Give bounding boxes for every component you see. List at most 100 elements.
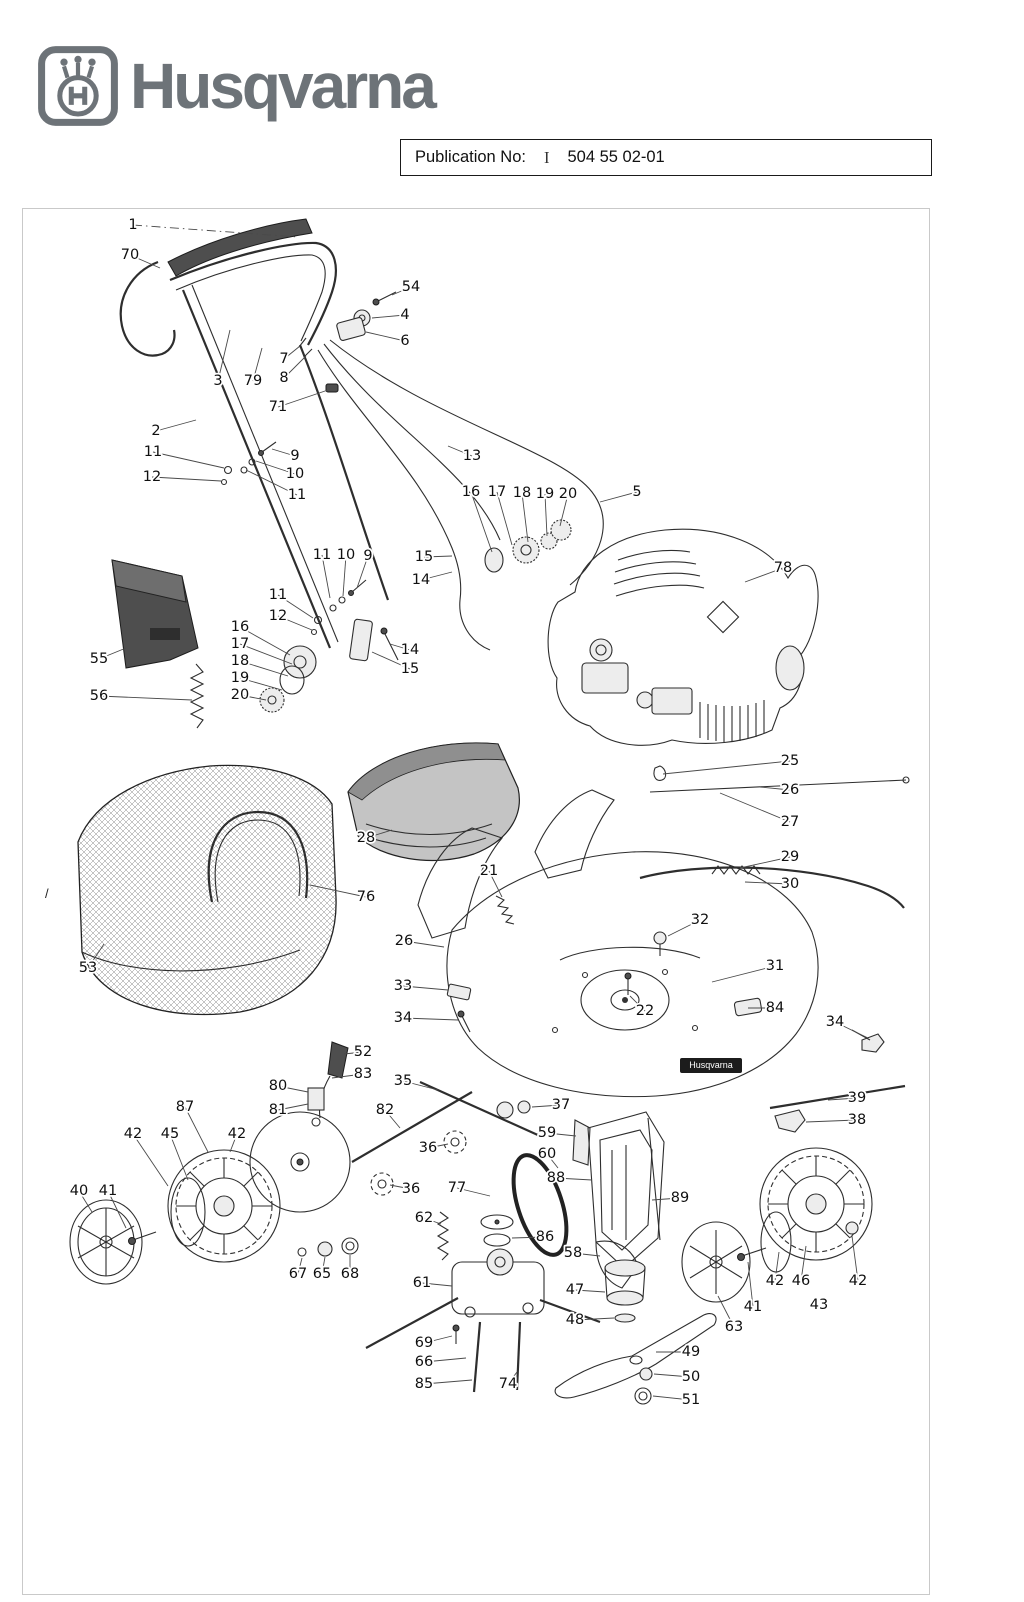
part-callout-48: 48 (566, 1312, 584, 1328)
leader-line (239, 643, 293, 665)
part-callout-37: 37 (552, 1097, 570, 1113)
part-callout-13: 13 (463, 448, 481, 464)
part-callout-18: 18 (513, 485, 531, 501)
leader-line (389, 1184, 412, 1190)
leader-line (343, 1051, 364, 1055)
leader-line (391, 286, 412, 296)
shafts (452, 1321, 522, 1393)
part-callout-74: 74 (499, 1376, 517, 1392)
part-callout-35: 35 (394, 1073, 412, 1089)
stray-mark: / (45, 886, 49, 901)
deck-arm-right (534, 789, 615, 879)
part-callout-58: 58 (564, 1245, 582, 1261)
leader-line (277, 615, 313, 631)
part-callout-10: 10 (286, 466, 304, 482)
part-callout-55: 55 (90, 651, 108, 667)
part-callout-2: 2 (151, 423, 160, 439)
leader-line (421, 1282, 453, 1287)
part-callout-7: 7 (279, 351, 288, 367)
part-callout-12: 12 (269, 608, 287, 624)
leader-line (151, 476, 222, 482)
part-callout-81: 81 (269, 1102, 287, 1118)
part-callout-3: 3 (213, 373, 222, 389)
leader-line (521, 492, 529, 543)
part-callout-20: 20 (559, 486, 577, 502)
part-callout-80: 80 (269, 1078, 287, 1094)
leader-line (747, 1261, 754, 1308)
part-callout-65: 65 (313, 1266, 331, 1282)
part-callout-85: 85 (415, 1376, 433, 1392)
diagram-border (22, 208, 930, 1595)
leader-line (277, 1103, 309, 1111)
leader-line (342, 554, 347, 597)
cooling-fins (699, 700, 765, 742)
belt-guide (572, 1119, 591, 1166)
leader-line (245, 469, 298, 496)
input-shaft (365, 1297, 459, 1349)
hubcap (681, 1221, 751, 1303)
part-callout-43: 43 (810, 1297, 828, 1313)
leader-line (423, 1357, 467, 1363)
control-cables (317, 339, 604, 651)
leader-line (420, 571, 453, 581)
deck-brackets-left (446, 983, 472, 1033)
muffler (775, 645, 805, 691)
leader-line (488, 870, 503, 898)
leader-line (239, 626, 291, 656)
wheel-bolt (737, 1253, 745, 1261)
carburetor (581, 662, 629, 694)
part-callout-42: 42 (124, 1126, 142, 1142)
blade-assembly (554, 1313, 717, 1405)
deck-bolt (653, 931, 667, 945)
leader-line (169, 1133, 189, 1181)
leader-line (574, 1317, 615, 1321)
part-callout-40: 40 (70, 1183, 88, 1199)
leader-line (662, 760, 791, 775)
part-callout-27: 27 (781, 814, 799, 830)
part-callout-22: 22 (636, 1003, 654, 1019)
leader-line (402, 1080, 439, 1091)
spring (189, 663, 205, 729)
leader-line (78, 1190, 93, 1213)
part-callout-26: 26 (395, 933, 413, 949)
leader-line (309, 884, 367, 898)
part-callout-15: 15 (415, 549, 433, 565)
part-callout-29: 29 (781, 849, 799, 865)
part-callout-67: 67 (289, 1266, 307, 1282)
leader-line (271, 448, 296, 457)
leader-line (653, 1373, 692, 1378)
part-callout-82: 82 (376, 1102, 394, 1118)
part-callout-76: 76 (357, 889, 375, 905)
leader-line (496, 491, 513, 546)
part-callout-32: 32 (691, 912, 709, 928)
leader-line (544, 493, 548, 537)
part-callout-34: 34 (394, 1010, 412, 1026)
leader-line (511, 1236, 546, 1239)
deck-sticker (680, 1058, 742, 1073)
part-callout-8: 8 (279, 370, 288, 386)
rear-deflector (347, 742, 520, 862)
leader-line (507, 1371, 518, 1385)
leader-line (402, 1017, 459, 1021)
leader-line (297, 1257, 303, 1275)
part-callout-11: 11 (269, 587, 287, 603)
leader-line (217, 329, 231, 382)
part-callout-52: 52 (354, 1044, 372, 1060)
leader-line (331, 1073, 364, 1079)
leader-line (427, 1143, 449, 1149)
leader-line (321, 554, 331, 599)
part-callout-26: 26 (781, 782, 799, 798)
part-callout-41: 41 (99, 1183, 117, 1199)
part-callout-1: 1 (128, 217, 137, 233)
friction-discs (480, 1214, 514, 1247)
leader-line (800, 1245, 807, 1282)
leader-line (744, 567, 784, 583)
leader-line (356, 555, 369, 589)
front-axle (419, 1080, 541, 1138)
hubcap (69, 1199, 143, 1285)
part-callout-49: 49 (682, 1344, 700, 1360)
part-callout-89: 89 (671, 1190, 689, 1206)
part-callout-11: 11 (288, 487, 306, 503)
engine-logo (706, 600, 740, 634)
